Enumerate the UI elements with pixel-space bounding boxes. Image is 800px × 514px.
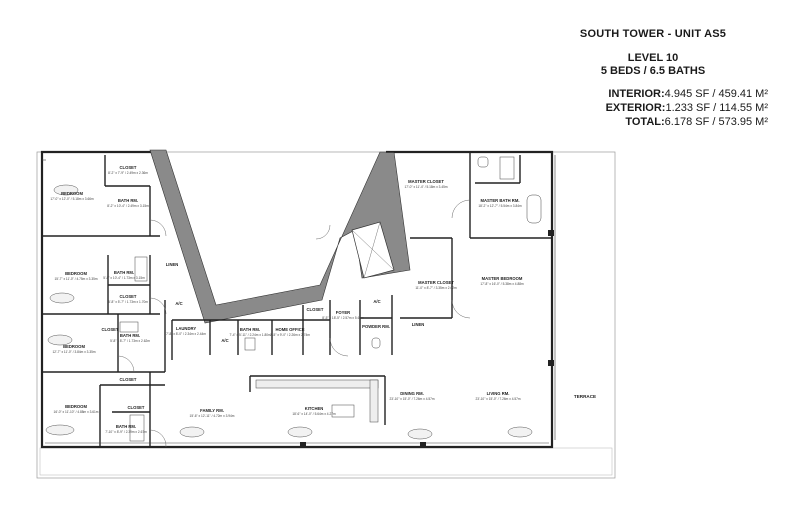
closet-1-label: CLOSET [120,165,137,170]
total-area-value: 6.178 SF / 573.95 M² [664,116,768,128]
living-rm-dim: 23'-10" x 15'-0" / 7.26m x 4.57m [475,397,520,401]
closet-4-label: CLOSET [120,377,137,382]
family-rm-dim: 15'-6" x 12'-11" / 4.72m x 3.94m [190,414,235,418]
master-closet-2-dim: 11'-0" x 8'-7" / 3.35m x 2.62m [415,286,457,290]
bath-3-label: BATH RM. [120,333,140,338]
dining-rm-label: DINING RM. [400,391,424,396]
master-bedroom-dim: 17'-8" x 16'-0" / 5.38m x 4.88m [480,282,524,286]
elevator-x-2 [363,221,381,279]
bedroom-2-dim: 15'-7" x 11'-0" / 4.75m x 3.35m [54,277,97,281]
closet-2-dim: 5'-8" x 5'-7" / 1.73m x 1.70m [108,300,148,304]
kitchen-dim: 18'-6" x 14'-0" / 5.64m x 4.27m [292,412,336,416]
bath-4-label: BATH RM. [116,424,136,429]
door-swings [117,199,471,448]
interior-area: INTERIOR:4.945 SF / 459.41 M² [508,87,768,101]
powder-rm-label: POWDER RM. [362,324,390,329]
bedroom-1-label: BEDROOM [61,191,83,196]
columns [300,230,554,448]
kitchen-counter-side [369,379,379,423]
terrace-label: TERRACE [574,394,596,399]
linen-1-label: LINEN [166,262,179,267]
closet-2-label: CLOSET [120,294,137,299]
unit-header: SOUTH TOWER - UNIT AS5 LEVEL 10 5 BEDS /… [538,28,768,78]
area-summary: INTERIOR:4.945 SF / 459.41 M² EXTERIOR:1… [508,87,768,129]
kitchen-label: KITCHEN [305,406,324,411]
bath-1-label: BATH RM. [118,198,138,203]
room-labels: CLOSET 8'-2" x 7'-9" / 2.49m x 2.36m BED… [50,165,596,434]
ac-2-label: A/C [221,338,228,343]
terrace-outline [36,151,616,479]
beds-baths-label: 5 BEDS / 6.5 BATHS [600,65,706,77]
bath-2-dim: 5'-8" x 10'-4" / 1.73m x 3.15m [103,276,145,280]
bath-3-dim: 5'-8" x 8'-7" / 1.73m x 2.62m [110,339,150,343]
bedroom-4-dim: 16'-0" x 11'-10" / 4.88m x 3.61m [54,410,99,414]
bath-4-dim: 7'-10" x 8'-9" / 2.39m x 2.67m [105,430,147,434]
bedroom-1-dim: 17'-0" x 12'-0" / 5.18m x 3.66m [50,197,94,201]
bath-2-label: BATH RM. [114,270,134,275]
ac-3-label: A/C [373,299,380,304]
total-area: TOTAL:6.178 SF / 573.95 M² [508,115,768,129]
total-area-label: TOTAL: [625,116,665,128]
laundry-label: LAUNDRY [176,326,197,331]
exterior-area-value: 1.233 SF / 114.55 M² [665,102,768,114]
kitchen-counter [255,379,379,389]
linen-2-label: LINEN [412,322,425,327]
master-bath-label: MASTER BATH RM. [480,198,519,203]
laundry-dim: 7'-8" x 8'-0" / 2.34m x 2.44m [166,332,206,336]
master-closet-1-dim: 17'-0" x 11'-4" / 5.18m x 3.45m [404,185,447,189]
master-closet-1-label: MASTER CLOSET [408,179,444,184]
bedroom-3-label: BEDROOM [63,344,85,349]
bath-1-dim: 8'-2" x 10'-4" / 2.49m x 3.15m [107,204,149,208]
master-bedroom-label: MASTER BEDROOM [482,276,523,281]
closet-5-label: CLOSET [128,405,145,410]
terrace-furniture [45,184,533,440]
interior-walls [42,151,552,447]
living-rm-label: LIVING RM. [487,391,510,396]
level-label: LEVEL 10 [627,52,679,64]
closet-6-label: CLOSET [307,307,324,312]
interior-area-value: 4.945 SF / 459.41 M² [664,88,768,100]
family-rm-label: FAMILY RM. [200,408,224,413]
bedroom-4-label: BEDROOM [65,404,87,409]
exterior-area-label: EXTERIOR: [605,102,666,114]
bedroom-3-dim: 12'-7" x 11'-0" / 3.84m x 3.35m [52,350,95,354]
bath-fixtures [119,156,542,442]
master-bath-dim: 18'-2" x 12'-7" / 5.54m x 3.84m [478,204,522,208]
ac-1-label: A/C [175,301,182,306]
terrace-edge-strip [39,447,613,476]
home-office-dim: 7'-5" x 9'-0" / 2.26m x 2.74m [270,333,310,337]
foyer-dim: 8'-5" x 18'-5" / 2.57m x 5.61m [322,316,364,320]
closet-3-label: CLOSET [102,327,119,332]
bath-5-label: BATH RM. [240,327,260,332]
dining-rm-dim: 23'-10" x 15'-0" / 7.26m x 4.57m [389,397,434,401]
bedroom-2-label: BEDROOM [65,271,87,276]
bath-5-dim: 7'-4" x 5'-11" / 2.24m x 1.80m [229,333,271,337]
elevator-x-1 [351,229,395,271]
closet-1-dim: 8'-2" x 7'-9" / 2.49m x 2.36m [108,171,148,175]
unit-title: SOUTH TOWER - UNIT AS5 [579,28,727,40]
exterior-area: EXTERIOR:1.233 SF / 114.55 M² [508,101,768,115]
interior-area-label: INTERIOR: [608,88,665,100]
exterior-walls [40,150,554,449]
window-lines [42,155,556,444]
master-closet-2-label: MASTER CLOSET [418,280,454,285]
home-office-label: HOME OFFICE [275,327,304,332]
foyer-label: FOYER [336,310,350,315]
